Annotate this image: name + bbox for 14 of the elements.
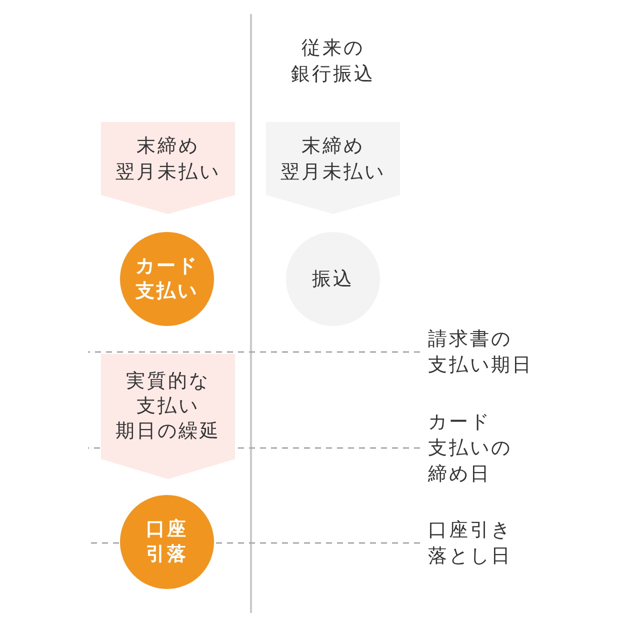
circle-text: 口座引落 <box>146 517 188 567</box>
column-heading: 従来の銀行振込 <box>291 36 375 87</box>
banner-text: 末締め翌月未払い <box>280 134 386 184</box>
arrow-banner <box>101 354 235 479</box>
dashed-leader-line <box>88 351 420 353</box>
banner-text: 実質的な支払い期日の繰延 <box>116 369 220 444</box>
timing-label: カード支払いの締め日 <box>420 409 512 487</box>
circle-text: 振込 <box>312 266 354 292</box>
banner-text: 末締め翌月未払い <box>116 134 220 184</box>
dashed-leader-line <box>87 447 421 449</box>
timing-label: 請求書の支払い期日 <box>420 326 533 378</box>
circle-text: カード支払い <box>136 254 198 304</box>
arrow-banner <box>101 122 235 214</box>
timing-label: 口座引き落とし日 <box>420 517 512 569</box>
